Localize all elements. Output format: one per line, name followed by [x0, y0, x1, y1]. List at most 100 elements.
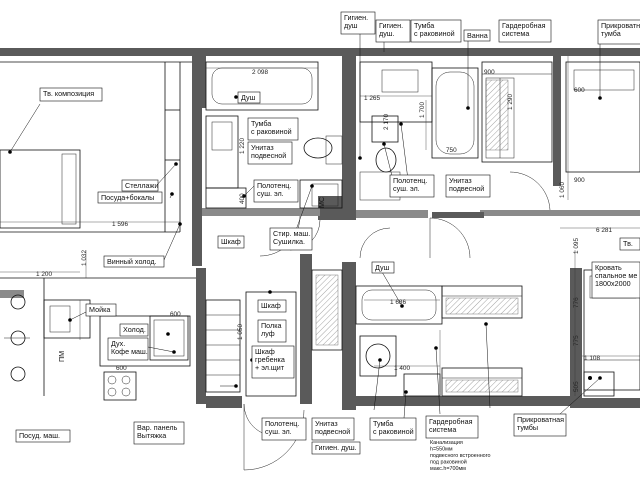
dimension-d1200: 1 200 [36, 271, 52, 278]
cabinet-label-2-text: Шкаф [261, 301, 281, 310]
dimension-d1095: 1 095 [573, 238, 580, 254]
bath-label-box [463, 29, 491, 42]
oven-coffee-label-text: Дух.Кофе маш. [111, 339, 148, 356]
cabinet-sink-label-1-box [410, 19, 462, 43]
dimension-d400: 400 [239, 193, 246, 204]
pm-label: ПМ [57, 351, 66, 362]
wc-shower-label-2-box [375, 19, 411, 43]
towel-dryer-label-2-box [389, 174, 435, 198]
dishes-label-box [97, 191, 163, 204]
bedside-label-2-box [513, 413, 567, 437]
cabinet-sink-label-2-box [247, 117, 299, 141]
cabinet-comb-label-box [251, 345, 295, 379]
shower-label-1-box [237, 91, 261, 104]
dishwasher-label-text: Посуд. маш. [19, 431, 60, 440]
towel-dryer-label-1-box [253, 179, 299, 203]
wine-fridge-label-text: Винный холод. [107, 257, 157, 266]
towel-dryer-label-2: Полотенц.суш. эл. [389, 174, 435, 198]
labels: Тв. композиция Гигиен.душ Гигиен.душ. Тумба… [15, 11, 640, 472]
bath-label-text: Ванна [467, 31, 488, 40]
fixture-markers [8, 36, 602, 394]
dimension-d1265: 1 265 [364, 95, 380, 102]
cabinet-label-2: Шкаф [257, 299, 287, 313]
wc-shower-label-2-text: Гигиен.душ. [379, 21, 403, 38]
dimension-d775: 776 [573, 297, 580, 308]
wc-shower-label-3-box [311, 441, 361, 455]
dimension-d900b: 900 [574, 177, 585, 184]
towel-dryer-label-2-text: Полотенц.суш. эл. [393, 176, 427, 193]
wardrobe-label-1-box [498, 19, 552, 43]
hob-hood-label-box [133, 421, 185, 445]
bedside-label-1: Прикроватнаятумба [597, 19, 640, 45]
dishes-label: Посуда+бокалы [97, 191, 163, 204]
shelves-label: Стеллажи [121, 179, 159, 192]
toilet-hung-label-1-box [247, 141, 293, 165]
dimension-d505: 505 [573, 381, 580, 392]
towel-dryer-label-1: Полотенц.суш. эл. [253, 179, 299, 203]
wc-shower-label-3-text: Гигиен. душ. [315, 443, 357, 452]
dimension-d900a: 900 [484, 69, 495, 76]
dishwasher-label-box [15, 429, 71, 443]
washer-dryer-label: Стир. маш.Сушилка. [269, 227, 313, 251]
dimension-d600c: 600 [116, 365, 127, 372]
shower-label-1-text: Душ [241, 93, 256, 102]
dimension-d1290: 1 290 [507, 94, 514, 110]
fridge-label-box [119, 323, 149, 337]
towel-dryer-label-1-text: Полотенц.суш. эл. [257, 181, 291, 198]
shelves-label-box [121, 179, 159, 192]
wc-shower-label-1-text: Гигиен.душ [344, 13, 368, 30]
dimension-d1596: 1 596 [112, 221, 128, 228]
shelves-label-text: Стеллажи [125, 181, 158, 190]
cabinet-sink-label-3-box [369, 417, 417, 441]
tv-composition-label-box [39, 87, 103, 102]
washer-dryer-label-box [269, 227, 313, 251]
tv-label: Тв. [619, 237, 640, 251]
shower-label-2-text: Душ [375, 263, 390, 272]
dimension-d600b: 600 [170, 311, 181, 318]
dimension-d1220: 1 220 [239, 138, 246, 154]
tv-composition-label: Тв. композиция [39, 87, 103, 102]
towel-dryer-label-3-box [261, 417, 307, 441]
bed-label-box [591, 261, 640, 299]
dishwasher-label: Посуд. маш. [15, 429, 71, 443]
interior-lines [0, 61, 640, 471]
dimension-d750: 750 [446, 147, 457, 154]
oven-coffee-label-box [107, 337, 149, 361]
dimension-d770: 775 [573, 335, 580, 346]
towel-dryer-label-3: Полотенц.суш. эл. [261, 417, 307, 441]
oven-coffee-label: Дух.Кофе маш. [107, 337, 149, 361]
dimension-d1060: 1 060 [559, 182, 566, 198]
kitchen-sink-label: Мойка [85, 303, 117, 317]
dimension-d1686: 1 686 [390, 299, 406, 306]
cabinet-label-1: Шкаф [217, 235, 245, 249]
dimension-d1400: 1 400 [394, 365, 410, 372]
dishes-label-text: Посуда+бокалы [101, 193, 154, 202]
wc-shower-label-3: Гигиен. душ. [311, 441, 361, 455]
dimension-d1700: 1 700 [419, 102, 426, 118]
dimension-d1050: 1 050 [237, 324, 244, 340]
cabinet-label-1-text: Шкаф [221, 237, 241, 246]
tv-label-box [619, 237, 640, 251]
shower-label-1: Душ [237, 91, 261, 104]
